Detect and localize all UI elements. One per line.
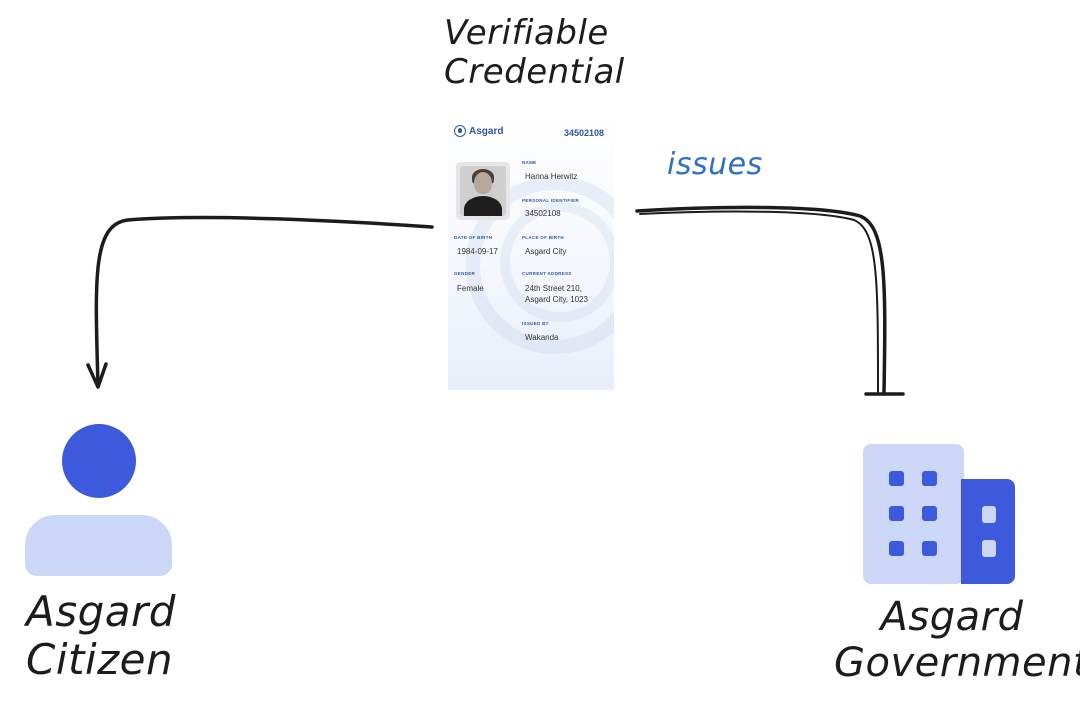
building-icon — [863, 444, 964, 584]
portrait-face — [474, 172, 492, 194]
building-window-icon — [889, 471, 904, 486]
government-label-line-2: Government — [834, 640, 1080, 686]
portrait-shoulders — [464, 196, 502, 216]
title-line-2: Credential — [444, 52, 625, 93]
building-side-window-icon — [982, 506, 996, 523]
field-value-gender: Female — [457, 284, 484, 293]
building-window-icon — [922, 471, 937, 486]
field-label-name: NAME — [522, 160, 537, 165]
building-window-icon — [889, 506, 904, 521]
field-value-issued: Wakanda — [525, 333, 559, 342]
field-value-address-1: 24th Street 210, — [525, 284, 582, 293]
title-line-1: Verifiable — [444, 13, 609, 53]
field-label-gender: GENDER — [454, 271, 476, 276]
building-side-window-icon — [982, 540, 996, 557]
issues-connector — [635, 205, 887, 394]
field-label-dob: DATE OF BIRTH — [454, 235, 493, 240]
field-value-dob: 1984-09-17 — [457, 247, 498, 256]
citizen-label: Asgard Citizen — [26, 587, 176, 685]
credential-card: Asgard 34502108 NAME Hanna Herwitz PERSO… — [448, 116, 614, 390]
building-window-icon — [922, 506, 937, 521]
citizen-head-icon — [62, 424, 136, 498]
credential-title: Verifiable Credential — [444, 13, 625, 93]
citizen-label-line-2: Citizen — [26, 635, 174, 685]
government-label: Asgard Government — [834, 594, 1080, 686]
building-window-icon — [922, 541, 937, 556]
field-label-pid: PERSONAL IDENTIFIER — [522, 198, 579, 203]
card-watermark-inner — [500, 202, 614, 322]
government-label-line-1: Asgard — [880, 594, 1024, 640]
arrow-to-citizen-head — [86, 362, 108, 389]
card-brand: Asgard — [454, 125, 503, 137]
building-side-icon — [961, 479, 1015, 584]
citizen-label-line-1: Asgard — [26, 587, 176, 636]
photo-portrait — [460, 166, 506, 216]
field-label-pob: PLACE OF BIRTH — [522, 235, 564, 240]
card-number: 34502108 — [563, 128, 604, 138]
field-label-issued: ISSUED BY — [522, 321, 549, 326]
building-window-icon — [889, 541, 904, 556]
arrow-to-citizen — [94, 215, 434, 387]
field-value-name: Hanna Herwitz — [525, 172, 578, 181]
field-value-pob: Asgard City — [525, 247, 567, 256]
holder-photo — [456, 162, 510, 220]
citizen-body-icon — [25, 515, 172, 576]
field-value-address-2: Asgard City, 1023 — [525, 295, 588, 304]
asgard-logo-icon — [454, 125, 466, 137]
field-value-pid: 34502108 — [525, 209, 561, 218]
issues-label: issues — [667, 147, 763, 182]
field-label-address: CURRENT ADDRESS — [522, 271, 572, 276]
issues-connector-double — [639, 210, 879, 393]
card-brand-text: Asgard — [469, 125, 504, 137]
